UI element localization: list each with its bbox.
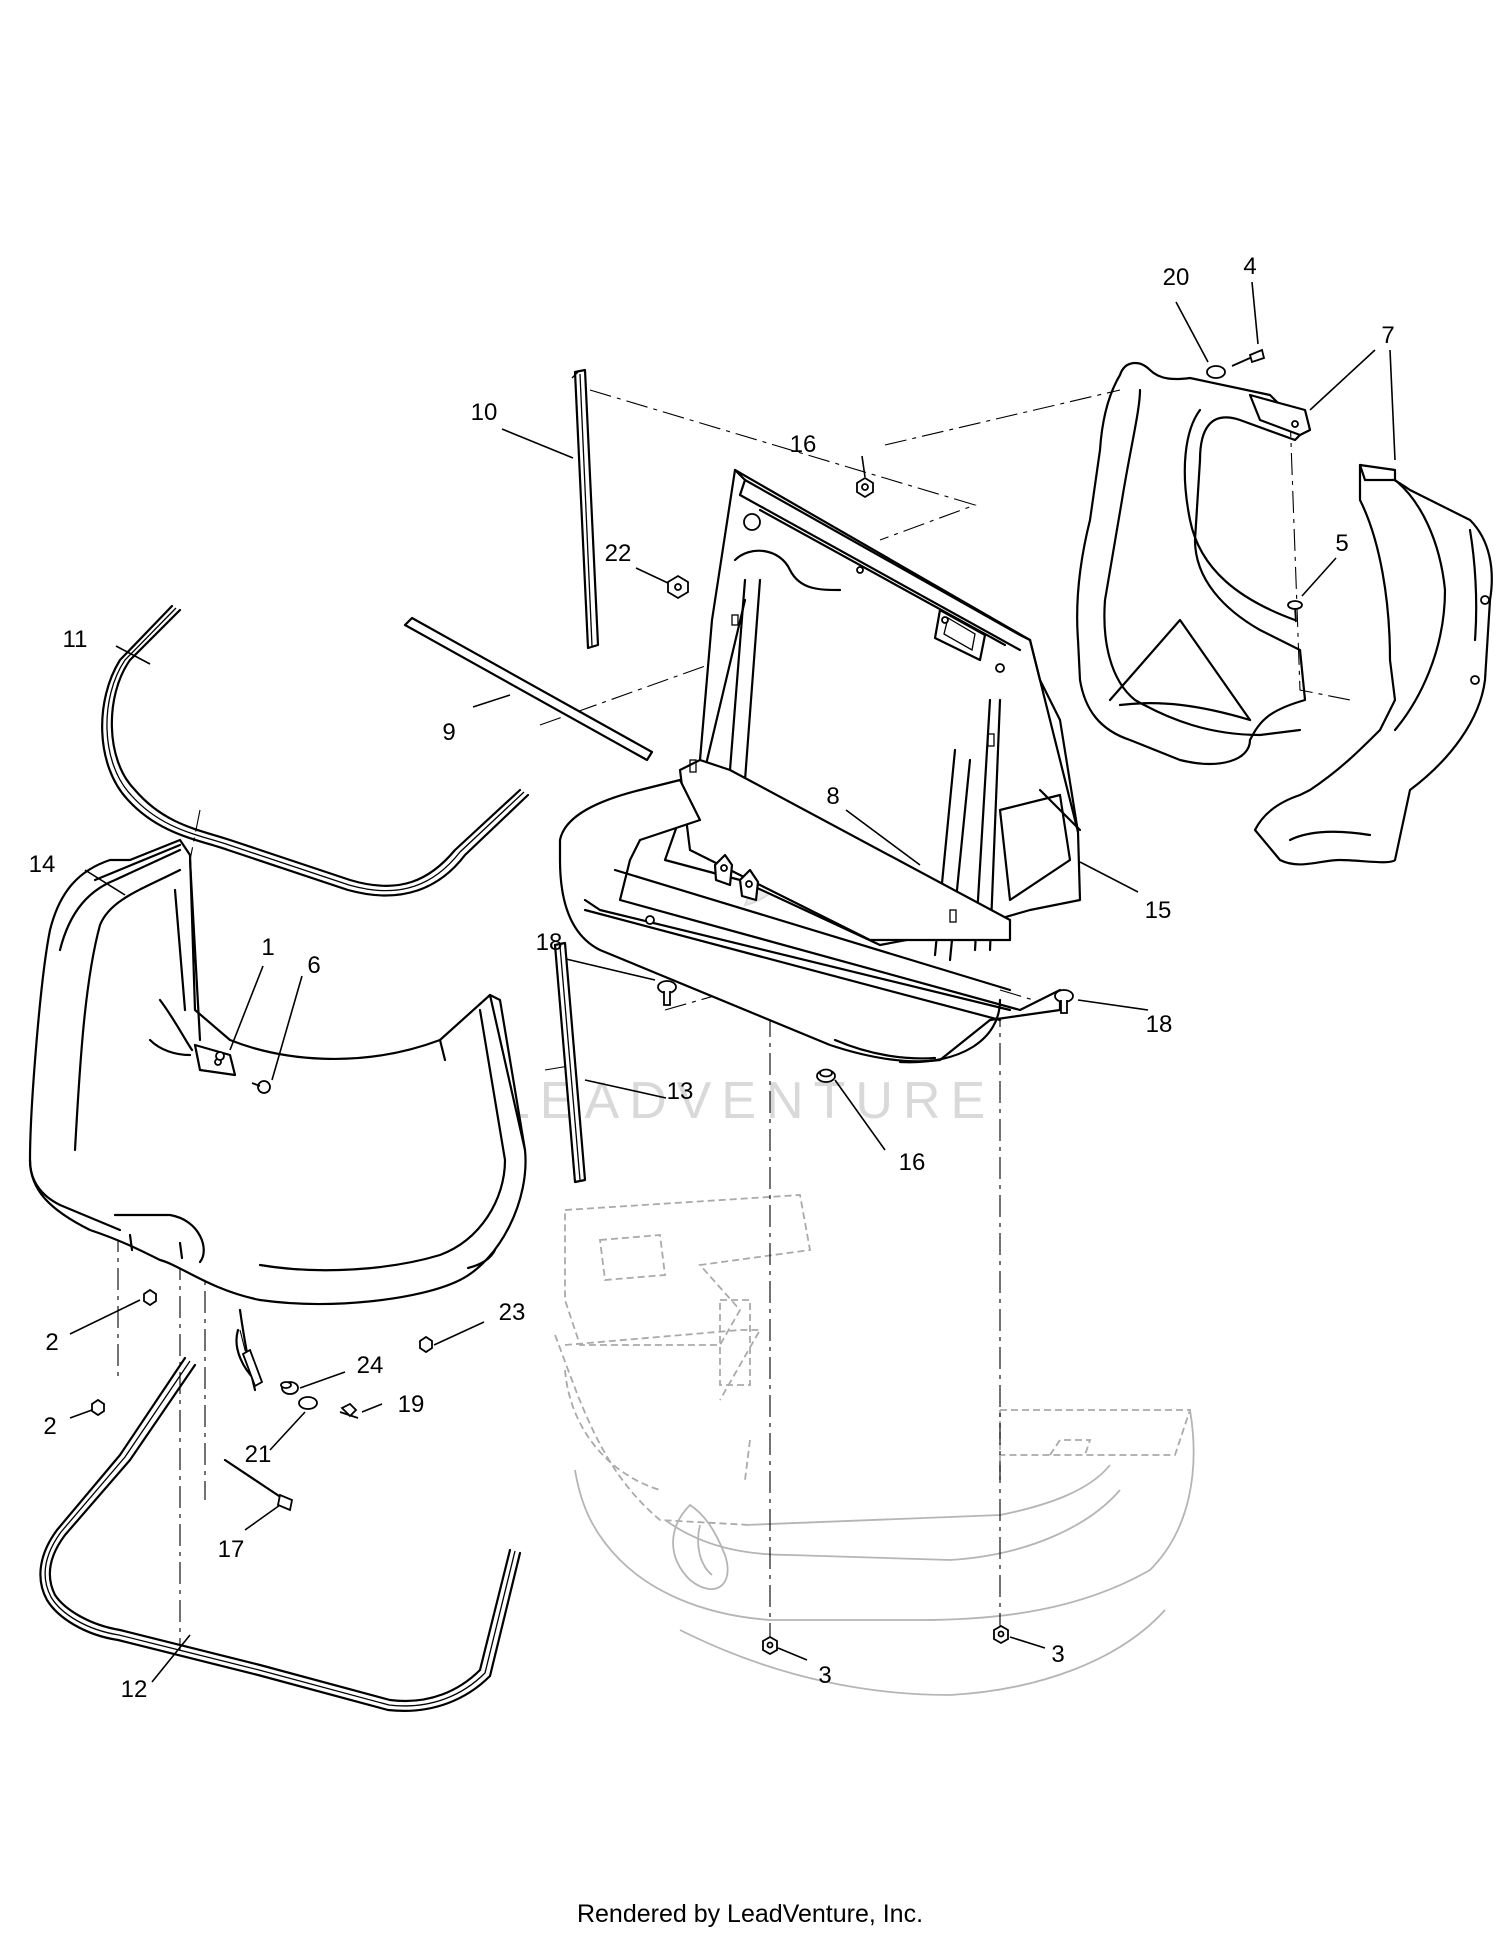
- leader-lines: [69, 281, 1396, 1683]
- callouts: 20 4 7 5 16 22 10 11 9 8 15 14 18 18 1 6…: [29, 253, 1395, 1703]
- callout-10: 10: [471, 399, 498, 426]
- callout-19: 19: [398, 1391, 425, 1418]
- callout-2-lower: 2: [43, 1413, 56, 1440]
- part-16-nut-lower: [816, 1068, 836, 1083]
- part-12-lower-rim: [39, 1356, 522, 1712]
- callout-9: 9: [442, 719, 455, 746]
- callout-24: 24: [357, 1352, 384, 1379]
- part-22-nut: [667, 574, 689, 600]
- part-7-side-shield-left: [1076, 362, 1312, 765]
- part-18-pin-right: [1054, 989, 1074, 1014]
- callout-16-lower: 16: [899, 1149, 926, 1176]
- callout-3-right: 3: [1051, 1641, 1064, 1668]
- callout-15: 15: [1145, 897, 1172, 924]
- part-20-washer: [1206, 365, 1226, 379]
- part-16-nut-upper: [856, 476, 874, 499]
- part-6-screw: [251, 1080, 271, 1094]
- callout-13: 13: [667, 1078, 694, 1105]
- callout-2-upper: 2: [45, 1329, 58, 1356]
- callout-7: 7: [1381, 322, 1394, 349]
- callout-21: 21: [245, 1441, 272, 1468]
- callout-20: 20: [1163, 264, 1190, 291]
- part-10-seal-strip: [571, 368, 600, 650]
- part-2-nut-upper: [143, 1288, 157, 1307]
- callout-17: 17: [218, 1536, 245, 1563]
- part-7-side-shield-right: [1253, 463, 1493, 866]
- hardware: [91, 348, 1303, 1656]
- part-15-base-tray: [558, 778, 1062, 1064]
- part-3-nut-right: [993, 1624, 1009, 1645]
- callout-14: 14: [29, 851, 56, 878]
- callout-3-left: 3: [818, 1662, 831, 1689]
- part-18-pin-left: [657, 980, 677, 1006]
- part-21-washer: [298, 1396, 318, 1410]
- callout-6: 6: [307, 952, 320, 979]
- callout-18-right: 18: [1146, 1011, 1173, 1038]
- callout-11: 11: [63, 626, 88, 653]
- bag-latch-link: [235, 1328, 264, 1388]
- callout-23: 23: [499, 1299, 526, 1326]
- footer-credit: Rendered by LeadVenture, Inc.: [576, 1900, 924, 1928]
- hitch-frame-phantom: [554, 1194, 1195, 1696]
- part-11-top-rim: [101, 604, 530, 897]
- part-13-seal-strip: [553, 941, 587, 1184]
- part-5-rivet: [1287, 600, 1303, 623]
- part-9-cross-bar: [403, 616, 654, 762]
- callout-4: 4: [1243, 253, 1256, 280]
- part-1-rivet: [215, 1051, 225, 1061]
- callout-12: 12: [121, 1676, 148, 1703]
- part-2-nut-lower: [91, 1398, 105, 1417]
- callout-5: 5: [1335, 530, 1348, 557]
- part-23-nut: [419, 1335, 433, 1354]
- watermark-text: LEADVENTURE: [501, 1072, 995, 1130]
- callout-22: 22: [605, 540, 632, 567]
- part-24-spacer: [280, 1381, 299, 1395]
- part-4-bolt: [1231, 348, 1266, 367]
- part-17-rod: [223, 1458, 294, 1512]
- callout-8: 8: [826, 783, 839, 810]
- part-15-main-frame: [663, 468, 1082, 962]
- callout-16-upper: 16: [790, 431, 817, 458]
- part-14-bag-frame: [28, 838, 527, 1392]
- part-19-bolt: [339, 1402, 359, 1419]
- callout-18-left: 18: [536, 929, 563, 956]
- part-3-nut-left: [762, 1635, 778, 1656]
- callout-1: 1: [261, 934, 274, 961]
